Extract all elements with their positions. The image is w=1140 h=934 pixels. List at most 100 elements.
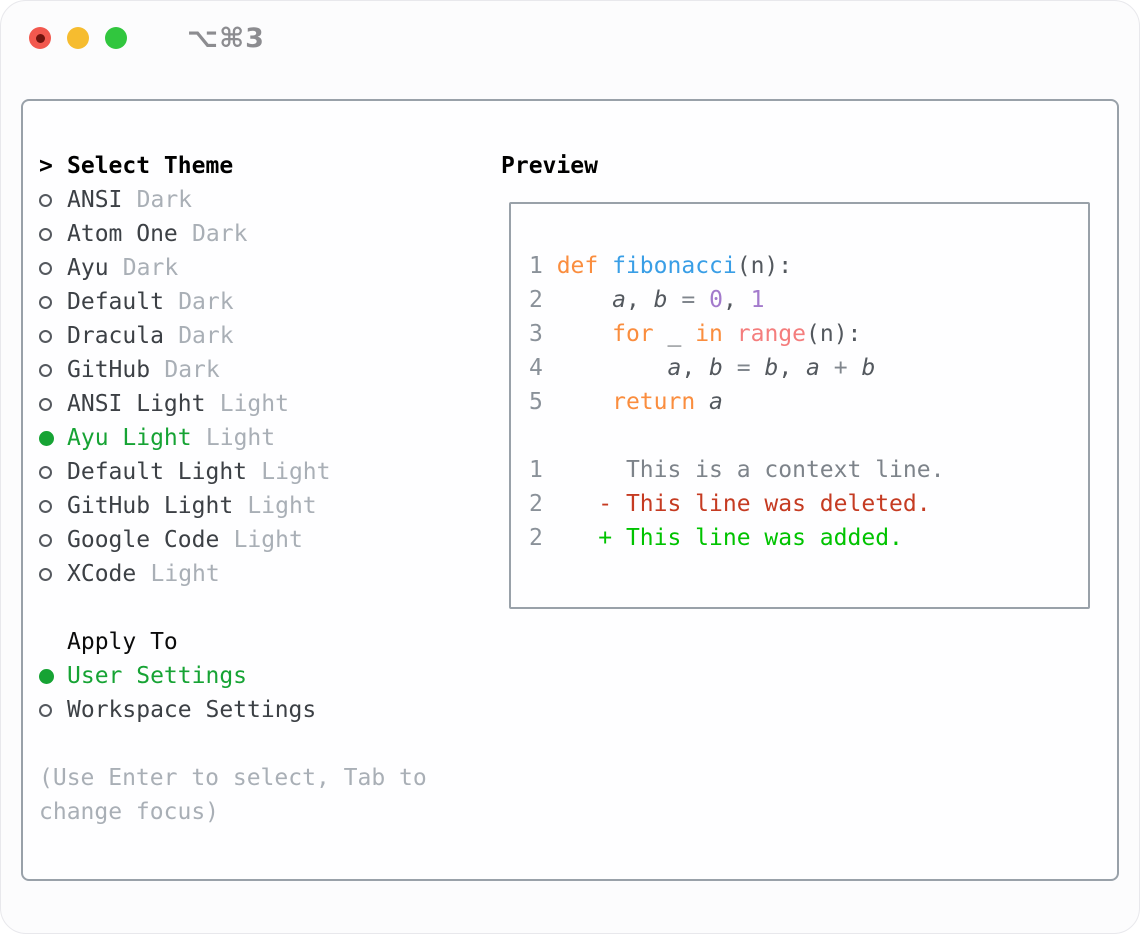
preview-column: Preview 1 def fibonacci(n):2 a, b = 0, 1…: [501, 101, 1117, 879]
code-token: [598, 253, 612, 279]
diff-text: + This line was added.: [542, 525, 903, 551]
code-token: ,: [625, 287, 654, 313]
code-token: return: [612, 389, 696, 415]
preview-header: Preview: [501, 153, 598, 179]
code-token: for: [612, 321, 654, 347]
radio-icon: [39, 533, 52, 547]
theme-option[interactable]: Dracula Dark: [39, 319, 501, 353]
radio-icon: [39, 295, 52, 309]
option-variant-label: Light: [247, 493, 317, 519]
diff-preview: 1 This is a context line.2 - This line w…: [529, 453, 1070, 555]
minimize-button[interactable]: [67, 27, 89, 49]
code-token: [820, 355, 834, 381]
apply-to-option[interactable]: User Settings: [39, 659, 501, 693]
option-label: Default Light: [67, 459, 248, 485]
option-variant-label: Dark: [178, 323, 234, 349]
apply-to-header: Apply To: [67, 629, 178, 655]
code-token: [557, 287, 612, 313]
code-token: range: [736, 321, 806, 347]
option-label: ANSI: [67, 187, 123, 213]
option-label: XCode: [67, 561, 137, 587]
code-line: 3 for _ in range(n):: [529, 317, 1070, 351]
radio-icon: [39, 261, 52, 275]
window-titlebar: ⌥⌘3: [1, 1, 1139, 75]
option-variant-label: Light: [233, 527, 303, 553]
code-token: (n):: [806, 321, 862, 347]
radio-selected-icon: [39, 430, 54, 446]
hint-line-1: (Use Enter to select, Tab to: [39, 765, 427, 791]
unsaved-indicator-icon: [35, 33, 45, 43]
radio-icon: [39, 465, 52, 479]
diff-line-context: 1 This is a context line.: [529, 453, 1070, 487]
option-label: User Settings: [67, 663, 248, 689]
option-label: Default: [67, 289, 164, 315]
code-token: a: [806, 355, 820, 381]
code-token: ,: [778, 355, 807, 381]
theme-option[interactable]: XCode Light: [39, 557, 501, 591]
radio-icon: [39, 567, 52, 581]
code-token: [723, 355, 737, 381]
code-token: [557, 389, 612, 415]
option-variant-label: Dark: [192, 221, 248, 247]
option-label: Dracula: [67, 323, 164, 349]
code-token: ,: [722, 287, 751, 313]
select-theme-header-row: > Select Theme: [39, 149, 501, 183]
code-token: b: [764, 355, 779, 381]
spacer: [39, 591, 501, 625]
apply-to-option[interactable]: Workspace Settings: [39, 693, 501, 727]
option-label: ANSI Light: [67, 391, 206, 417]
code-token: =: [736, 355, 751, 381]
option-label: Ayu Light: [67, 425, 192, 451]
code-line: 5 return a: [529, 385, 1070, 419]
window-title: ⌥⌘3: [187, 22, 265, 54]
theme-option[interactable]: ANSI Dark: [39, 183, 501, 217]
code-token: a: [612, 287, 626, 313]
radio-icon: [39, 703, 52, 717]
code-line: 4 a, b = b, a + b: [529, 351, 1070, 385]
code-line: 2 a, b = 0, 1: [529, 283, 1070, 317]
diff-text: This is a context line.: [542, 457, 945, 483]
code-token: fibonacci: [612, 253, 737, 279]
code-token: ,: [681, 355, 710, 381]
code-token: [695, 389, 709, 415]
line-number: 2: [529, 525, 543, 551]
code-token: [557, 355, 668, 381]
option-label: GitHub: [67, 357, 151, 383]
code-token: [668, 287, 682, 313]
code-token: b: [653, 287, 668, 313]
code-token: =: [681, 287, 696, 313]
option-variant-label: Light: [150, 561, 220, 587]
code-token: _: [653, 321, 696, 347]
radio-selected-icon: [39, 668, 54, 684]
diff-line-deleted: 2 - This line was deleted.: [529, 487, 1070, 521]
option-variant-label: Dark: [178, 289, 234, 315]
code-token: +: [833, 355, 848, 381]
theme-option[interactable]: Default Dark: [39, 285, 501, 319]
theme-option[interactable]: Default Light Light: [39, 455, 501, 489]
code-token: 1: [750, 287, 765, 313]
code-token: b: [709, 355, 723, 381]
hint-line-2: change focus): [39, 799, 220, 825]
option-variant-label: Light: [261, 459, 331, 485]
line-number: 2: [529, 287, 557, 313]
option-variant-label: Dark: [136, 187, 193, 213]
code-token: [557, 321, 612, 347]
line-number: 2: [529, 491, 543, 517]
radio-icon: [39, 193, 52, 207]
option-label: Ayu: [67, 255, 109, 281]
zoom-button[interactable]: [105, 27, 127, 49]
close-button[interactable]: [29, 27, 51, 49]
line-number: 1: [529, 457, 543, 483]
